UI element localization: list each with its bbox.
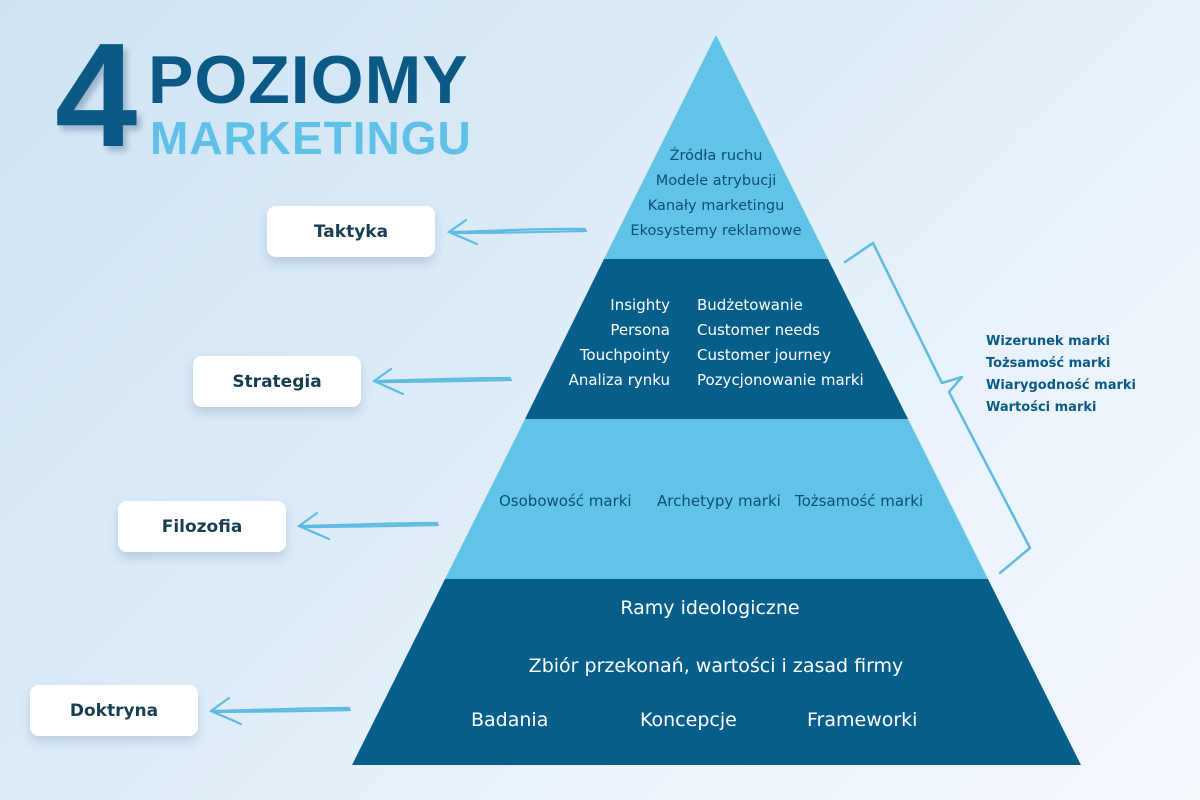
label-doktryna: Doktryna bbox=[30, 685, 198, 736]
pyramid-level-doktryna bbox=[352, 579, 1081, 765]
filozofia-item: Tożsamość marki bbox=[795, 492, 924, 510]
taktyka-item: Ekosystemy reklamowe bbox=[630, 223, 802, 239]
title-subtitle: MARKETINGU bbox=[150, 112, 472, 164]
strategia-item: Analiza rynku bbox=[568, 371, 670, 389]
arrow-taktyka bbox=[446, 218, 588, 246]
strategia-item: Pozycjonowanie marki bbox=[697, 371, 864, 389]
brand-attribute: Wizerunek marki bbox=[986, 334, 1110, 349]
pyramid-level-strategia bbox=[525, 259, 908, 419]
title-main: POZIOMY bbox=[148, 42, 469, 118]
taktyka-item: Źródła ruchu bbox=[669, 148, 763, 164]
filozofia-item: Osobowość marki bbox=[499, 492, 632, 510]
title-number: 4 bbox=[55, 13, 137, 178]
strategia-item: Budżetowanie bbox=[697, 296, 803, 314]
brand-attribute: Wiarygodność marki bbox=[986, 378, 1136, 393]
strategia-item: Insighty bbox=[610, 296, 670, 314]
doktryna-heading: Ramy ideologiczne bbox=[620, 597, 800, 619]
strategia-item: Touchpointy bbox=[579, 346, 670, 364]
arrow-filozofia bbox=[296, 511, 440, 541]
doktryna-description: Zbiór przekonań, wartości i zasad firmy bbox=[528, 655, 904, 677]
brand-attribute: Tożsamość marki bbox=[986, 356, 1111, 371]
doktryna-item: Badania bbox=[471, 709, 549, 731]
label-taktyka: Taktyka bbox=[267, 206, 435, 257]
strategia-item: Persona bbox=[610, 321, 670, 339]
doktryna-item: Koncepcje bbox=[640, 709, 737, 731]
label-strategia: Strategia bbox=[193, 356, 361, 407]
label-filozofia: Filozofia bbox=[118, 501, 286, 552]
taktyka-items: Źródła ruchu Modele atrybucji Kanały mar… bbox=[600, 144, 832, 244]
arrow-doktryna bbox=[208, 696, 352, 726]
strategia-item: Customer needs bbox=[697, 321, 820, 339]
strategia-items-left: Insighty Persona Touchpointy Analiza ryn… bbox=[520, 293, 670, 393]
bracket-brand-icon bbox=[843, 241, 1032, 575]
strategia-items-right: Budżetowanie Customer needs Customer jou… bbox=[697, 293, 897, 393]
brand-attributes-list: Wizerunek marki Tożsamość marki Wiarygod… bbox=[986, 331, 1136, 419]
taktyka-item: Kanały marketingu bbox=[647, 198, 785, 214]
strategia-item: Customer journey bbox=[697, 346, 831, 364]
pyramid-level-taktyka bbox=[604, 35, 828, 259]
pyramid-level-filozofia bbox=[445, 419, 988, 579]
brand-attribute: Wartości marki bbox=[986, 400, 1097, 415]
doktryna-item: Frameworki bbox=[807, 709, 918, 731]
filozofia-item: Archetypy marki bbox=[657, 492, 781, 510]
arrow-strategia bbox=[371, 367, 513, 396]
taktyka-item: Modele atrybucji bbox=[655, 173, 777, 189]
